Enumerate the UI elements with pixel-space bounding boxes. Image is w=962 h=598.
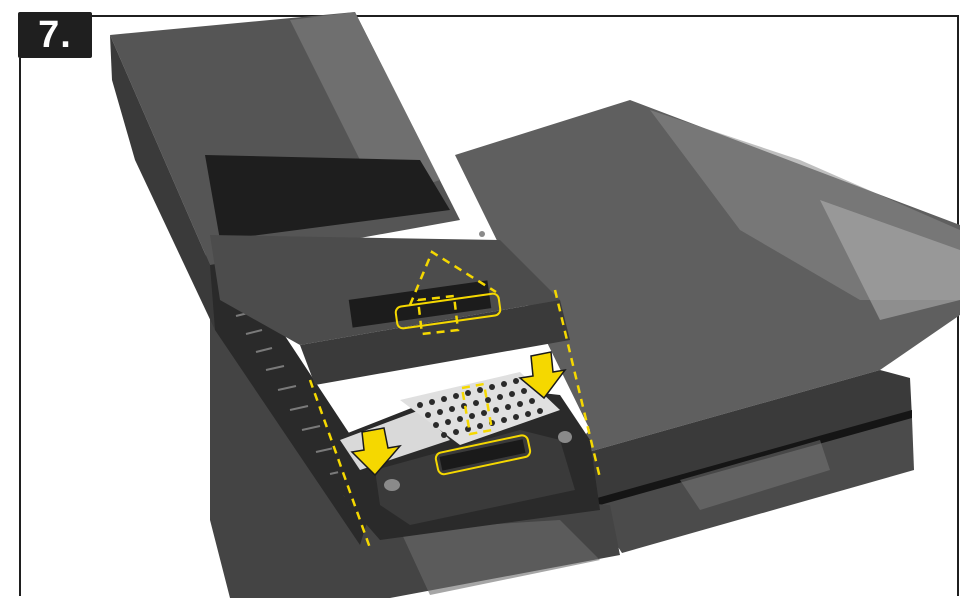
left-vertical-guide <box>308 379 372 549</box>
lower-connector-highlight <box>434 434 532 476</box>
console-left-side <box>205 245 620 598</box>
console-top-right-shine <box>820 200 960 320</box>
mesh-holes <box>417 378 543 438</box>
alignment-guides <box>308 250 602 549</box>
console-left-bottom-shine <box>400 520 600 595</box>
step-number-badge: 7. <box>18 12 92 58</box>
console-front-edge <box>560 370 912 505</box>
bay-top-gloss <box>290 12 440 200</box>
center-rail-guide <box>460 382 494 436</box>
right-down-arrow <box>518 351 567 400</box>
bay-lower-block <box>210 235 560 345</box>
hdd-screw-right <box>558 431 572 443</box>
frame-top-border <box>92 15 959 596</box>
lower-connector <box>439 439 526 471</box>
console-base <box>455 100 960 553</box>
drive-tray <box>330 372 600 540</box>
console-lower-slab-shine <box>680 440 830 510</box>
left-down-arrow <box>350 427 402 477</box>
bay-left-face <box>110 35 215 330</box>
upper-drive-bay <box>110 12 570 385</box>
upper-square-guide <box>416 294 460 336</box>
bay-indicator-light <box>479 231 485 237</box>
vent-panel <box>205 245 380 545</box>
right-vertical-guide <box>553 289 602 479</box>
hdd-screw-left <box>384 479 400 491</box>
step-number-label: 7. <box>38 13 72 56</box>
hdd-body <box>375 430 575 525</box>
upper-connector-highlight <box>394 292 502 330</box>
bay-front-slot-face <box>300 300 570 385</box>
upper-triangle-guide <box>408 250 497 306</box>
hdd-mesh-cover <box>400 372 560 445</box>
bay-front-dark <box>205 155 450 240</box>
